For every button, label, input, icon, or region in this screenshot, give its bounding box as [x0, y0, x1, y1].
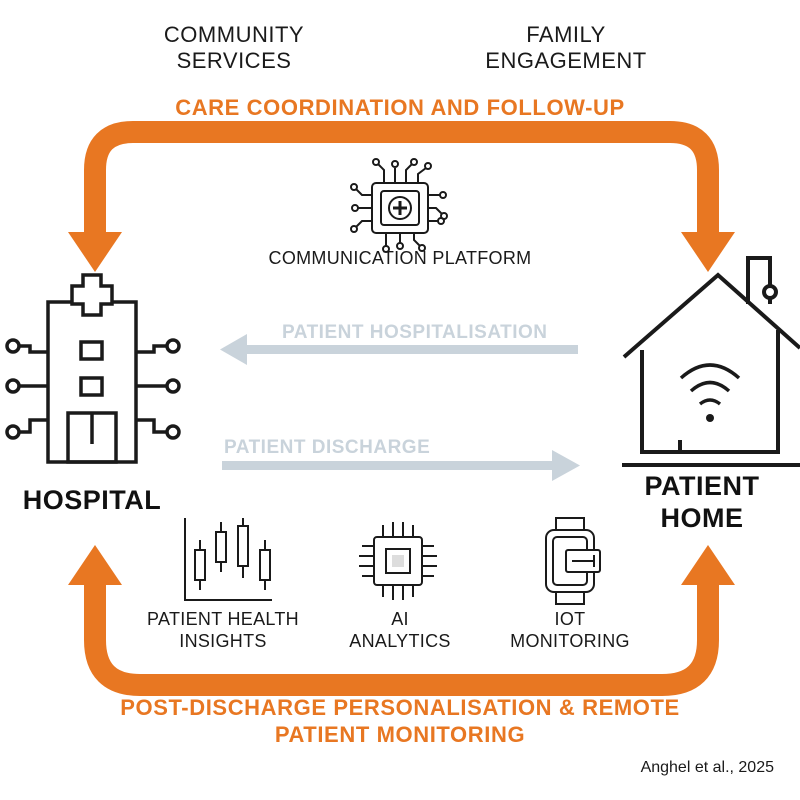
- post-discharge-loop-arrow: [68, 545, 735, 696]
- patient-health-insights-line-2: INSIGHTS: [179, 631, 267, 651]
- communication-platform-label: COMMUNICATION PLATFORM: [268, 248, 532, 268]
- community-services-line-1: COMMUNITY: [163, 22, 305, 47]
- family-engagement-label: FAMILY ENGAGEMENT: [466, 22, 666, 74]
- patient-home-line-2: HOME: [660, 503, 744, 533]
- care-coordination-label: CARE COORDINATION AND FOLLOW-UP: [175, 95, 625, 120]
- post-discharge-line-1: POST-DISCHARGE PERSONALISATION & REMOTE: [120, 695, 680, 720]
- community-services-line-2: SERVICES: [176, 48, 292, 73]
- citation: Anghel et al., 2025: [640, 759, 774, 776]
- patient-home-label: PATIENT HOME: [612, 470, 792, 534]
- iot-monitoring-line-2: MONITORING: [510, 631, 630, 651]
- patient-hospitalisation-label: PATIENT HOSPITALISATION: [282, 322, 548, 343]
- family-engagement-line-2: ENGAGEMENT: [485, 48, 647, 73]
- hospital-icon: [5, 273, 181, 464]
- hospital-label: HOSPITAL: [22, 485, 162, 515]
- hospitalisation-flow-arrow: [220, 334, 578, 365]
- candlestick-chart-icon: [184, 518, 272, 601]
- iot-monitoring-line-1: IOT: [554, 609, 586, 629]
- post-discharge-label: POST-DISCHARGE PERSONALISATION & REMOTE …: [40, 694, 760, 748]
- patient-health-insights-label: PATIENT HEALTH INSIGHTS: [128, 608, 318, 652]
- patient-home-line-1: PATIENT: [644, 471, 760, 501]
- community-services-label: COMMUNITY SERVICES: [134, 22, 334, 74]
- ai-analytics-line-1: AI: [391, 609, 409, 629]
- patient-home-icon: [622, 256, 800, 467]
- communication-platform-icon: [350, 158, 448, 253]
- ai-analytics-line-2: ANALYTICS: [349, 631, 451, 651]
- post-discharge-line-2: PATIENT MONITORING: [274, 722, 526, 747]
- care-coordination-loop-arrow: [68, 121, 735, 272]
- patient-health-insights-line-1: PATIENT HEALTH: [147, 609, 299, 629]
- ai-chip-icon: [359, 522, 437, 600]
- ai-analytics-label: AI ANALYTICS: [330, 608, 470, 652]
- smartwatch-icon: [545, 517, 601, 605]
- iot-monitoring-label: IOT MONITORING: [495, 608, 645, 652]
- patient-discharge-label: PATIENT DISCHARGE: [224, 437, 431, 458]
- family-engagement-line-1: FAMILY: [526, 22, 606, 47]
- discharge-flow-arrow: [222, 450, 580, 481]
